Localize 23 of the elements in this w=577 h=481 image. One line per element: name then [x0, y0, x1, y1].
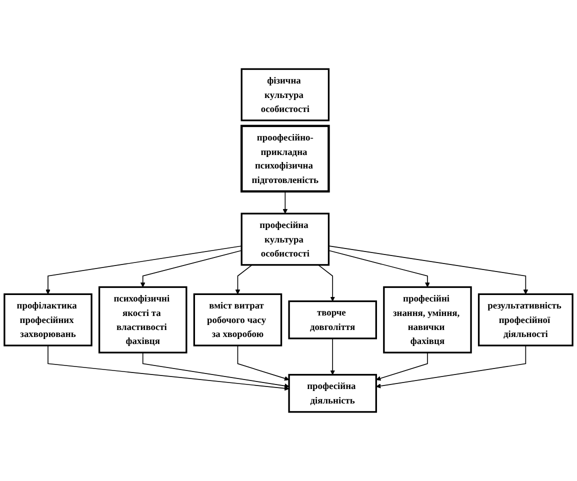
arrow: [48, 345, 290, 391]
node-box: [478, 293, 574, 346]
arrow: [235, 264, 252, 294]
node-box: [4, 293, 92, 346]
arrow: [142, 352, 290, 388]
arrow: [140, 250, 242, 288]
node-box: [240, 68, 330, 122]
arrow: [318, 264, 336, 302]
arrow: [330, 338, 336, 375]
arrow: [376, 345, 526, 388]
node-box: [240, 212, 330, 266]
node-box: [240, 124, 330, 193]
node-box: [288, 374, 377, 413]
node-box: [98, 286, 188, 354]
arrow: [237, 345, 290, 381]
arrow: [328, 246, 528, 294]
node-box: [383, 286, 472, 354]
arrow: [376, 352, 428, 381]
arrow: [328, 250, 430, 288]
arrow: [46, 246, 242, 294]
arrow: [282, 190, 288, 214]
node-box: [288, 300, 377, 340]
node-box: [193, 293, 282, 346]
